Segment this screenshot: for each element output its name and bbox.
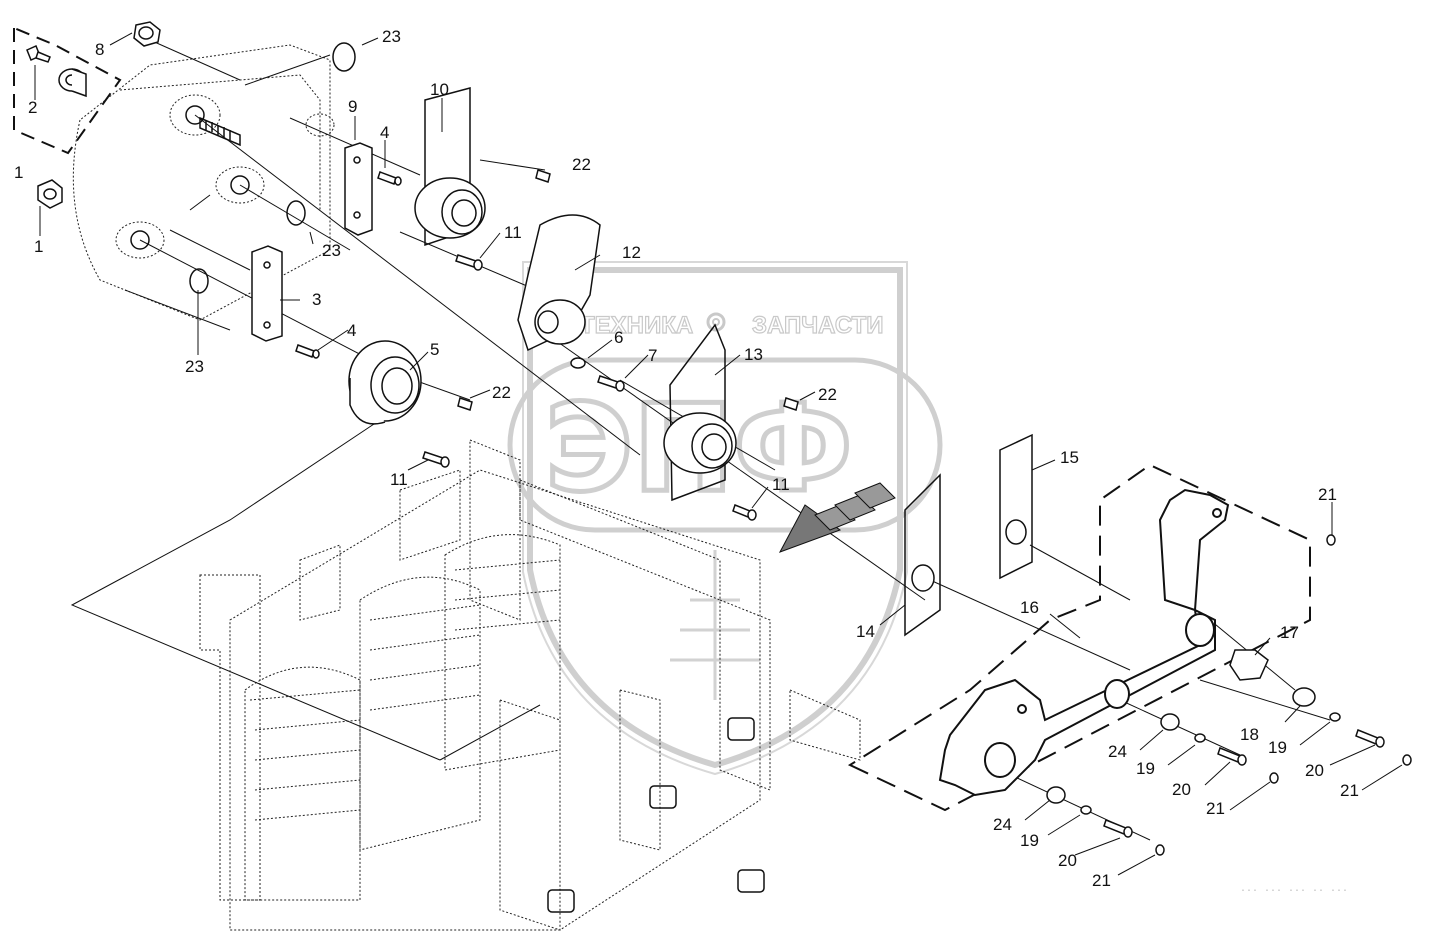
part-clamp-bar-3 xyxy=(251,245,283,342)
direction-arrow xyxy=(778,482,896,553)
callout-24: 24 xyxy=(993,815,1012,834)
watermark-tree xyxy=(670,550,760,700)
callout-24: 24 xyxy=(1108,742,1127,761)
part-cap-nut xyxy=(133,21,161,47)
callout-5: 5 xyxy=(430,340,439,359)
part-washer-6 xyxy=(570,357,586,369)
callout-11: 11 xyxy=(504,223,522,242)
housing-stud xyxy=(199,116,241,147)
callout-leaders xyxy=(34,32,1403,876)
callout-1: 1 xyxy=(14,163,23,182)
part-bushing-17 xyxy=(1229,649,1269,681)
callout-13: 13 xyxy=(744,345,763,364)
callout-11: 11 xyxy=(390,470,408,489)
part-shield-plate-10 xyxy=(414,87,486,247)
callout-21: 21 xyxy=(1340,781,1359,800)
callout-4: 4 xyxy=(380,123,389,142)
part-screws-4 xyxy=(295,171,402,359)
part-nut-1 xyxy=(37,179,63,209)
callout-2: 2 xyxy=(28,98,37,117)
group-box-frame xyxy=(847,463,1311,812)
callout-20: 20 xyxy=(1172,780,1191,799)
part-flange-bearing-5 xyxy=(348,340,422,425)
callout-16: 16 xyxy=(1020,598,1039,617)
callout-20: 20 xyxy=(1058,851,1077,870)
callout-19: 19 xyxy=(1268,738,1287,757)
part-screws-22 xyxy=(457,169,799,411)
part-screw-7 xyxy=(597,375,625,392)
callout-19: 19 xyxy=(1020,831,1039,850)
part-frame-bracket-16 xyxy=(938,488,1230,797)
callout-8: 8 xyxy=(95,40,104,59)
callout-21: 21 xyxy=(1318,485,1337,504)
part-clamp-bar-9 xyxy=(344,142,373,236)
callout-23: 23 xyxy=(322,241,341,260)
gear-icon xyxy=(706,312,726,332)
callout-17: 17 xyxy=(1280,623,1299,642)
callout-15: 15 xyxy=(1060,448,1079,467)
callout-22: 22 xyxy=(572,155,591,174)
gear-housing-holes xyxy=(130,105,250,250)
part-o-rings xyxy=(189,42,356,294)
group-box-bolt-nut xyxy=(13,26,122,155)
rotor-assembly xyxy=(199,439,861,931)
callout-14: 14 xyxy=(856,622,875,641)
part-strip-14 xyxy=(904,473,941,637)
callout-22: 22 xyxy=(492,383,511,402)
part-nut-group xyxy=(58,68,87,98)
shaft-ends xyxy=(547,717,765,913)
part-fasteners-bottom xyxy=(1046,786,1165,856)
watermark: ЭПФ ТЕХНИКА ЗАПЧАСТИ xyxy=(507,261,943,776)
gear-housing xyxy=(72,44,335,321)
part-bolt-2 xyxy=(26,44,51,63)
callout-22: 22 xyxy=(818,385,837,404)
callout-10: 10 xyxy=(430,80,449,99)
callout-4: 4 xyxy=(347,321,356,340)
callout-6: 6 xyxy=(614,328,623,347)
callout-19: 19 xyxy=(1136,759,1155,778)
callout-12: 12 xyxy=(622,243,641,262)
callout-3: 3 xyxy=(312,290,321,309)
callout-23: 23 xyxy=(382,27,401,46)
part-fasteners-middle xyxy=(1160,713,1279,784)
callout-21: 21 xyxy=(1092,871,1111,890)
callout-7: 7 xyxy=(648,346,657,365)
part-guard-cover-12 xyxy=(517,214,601,352)
callout-23: 23 xyxy=(185,357,204,376)
callout-21: 21 xyxy=(1206,799,1225,818)
callout-9: 9 xyxy=(348,97,357,116)
watermark-right-text: ЗАПЧАСТИ xyxy=(752,312,884,339)
callout-1: 1 xyxy=(34,237,43,256)
part-strip-15 xyxy=(999,433,1033,580)
part-shield-plate-13 xyxy=(663,323,737,502)
callout-20: 20 xyxy=(1305,761,1324,780)
watermark-left-text: ТЕХНИКА xyxy=(580,312,693,339)
callout-11: 11 xyxy=(772,475,790,494)
drawing-code: ··· ··· ··· ·· ··· xyxy=(1240,886,1348,897)
part-screws-11 xyxy=(422,254,757,521)
callout-18: 18 xyxy=(1240,725,1259,744)
callout-labels: 1 1 2 3 4 4 5 6 7 8 9 10 11 11 11 12 13 … xyxy=(14,27,1359,890)
part-fasteners-right xyxy=(1292,534,1412,766)
